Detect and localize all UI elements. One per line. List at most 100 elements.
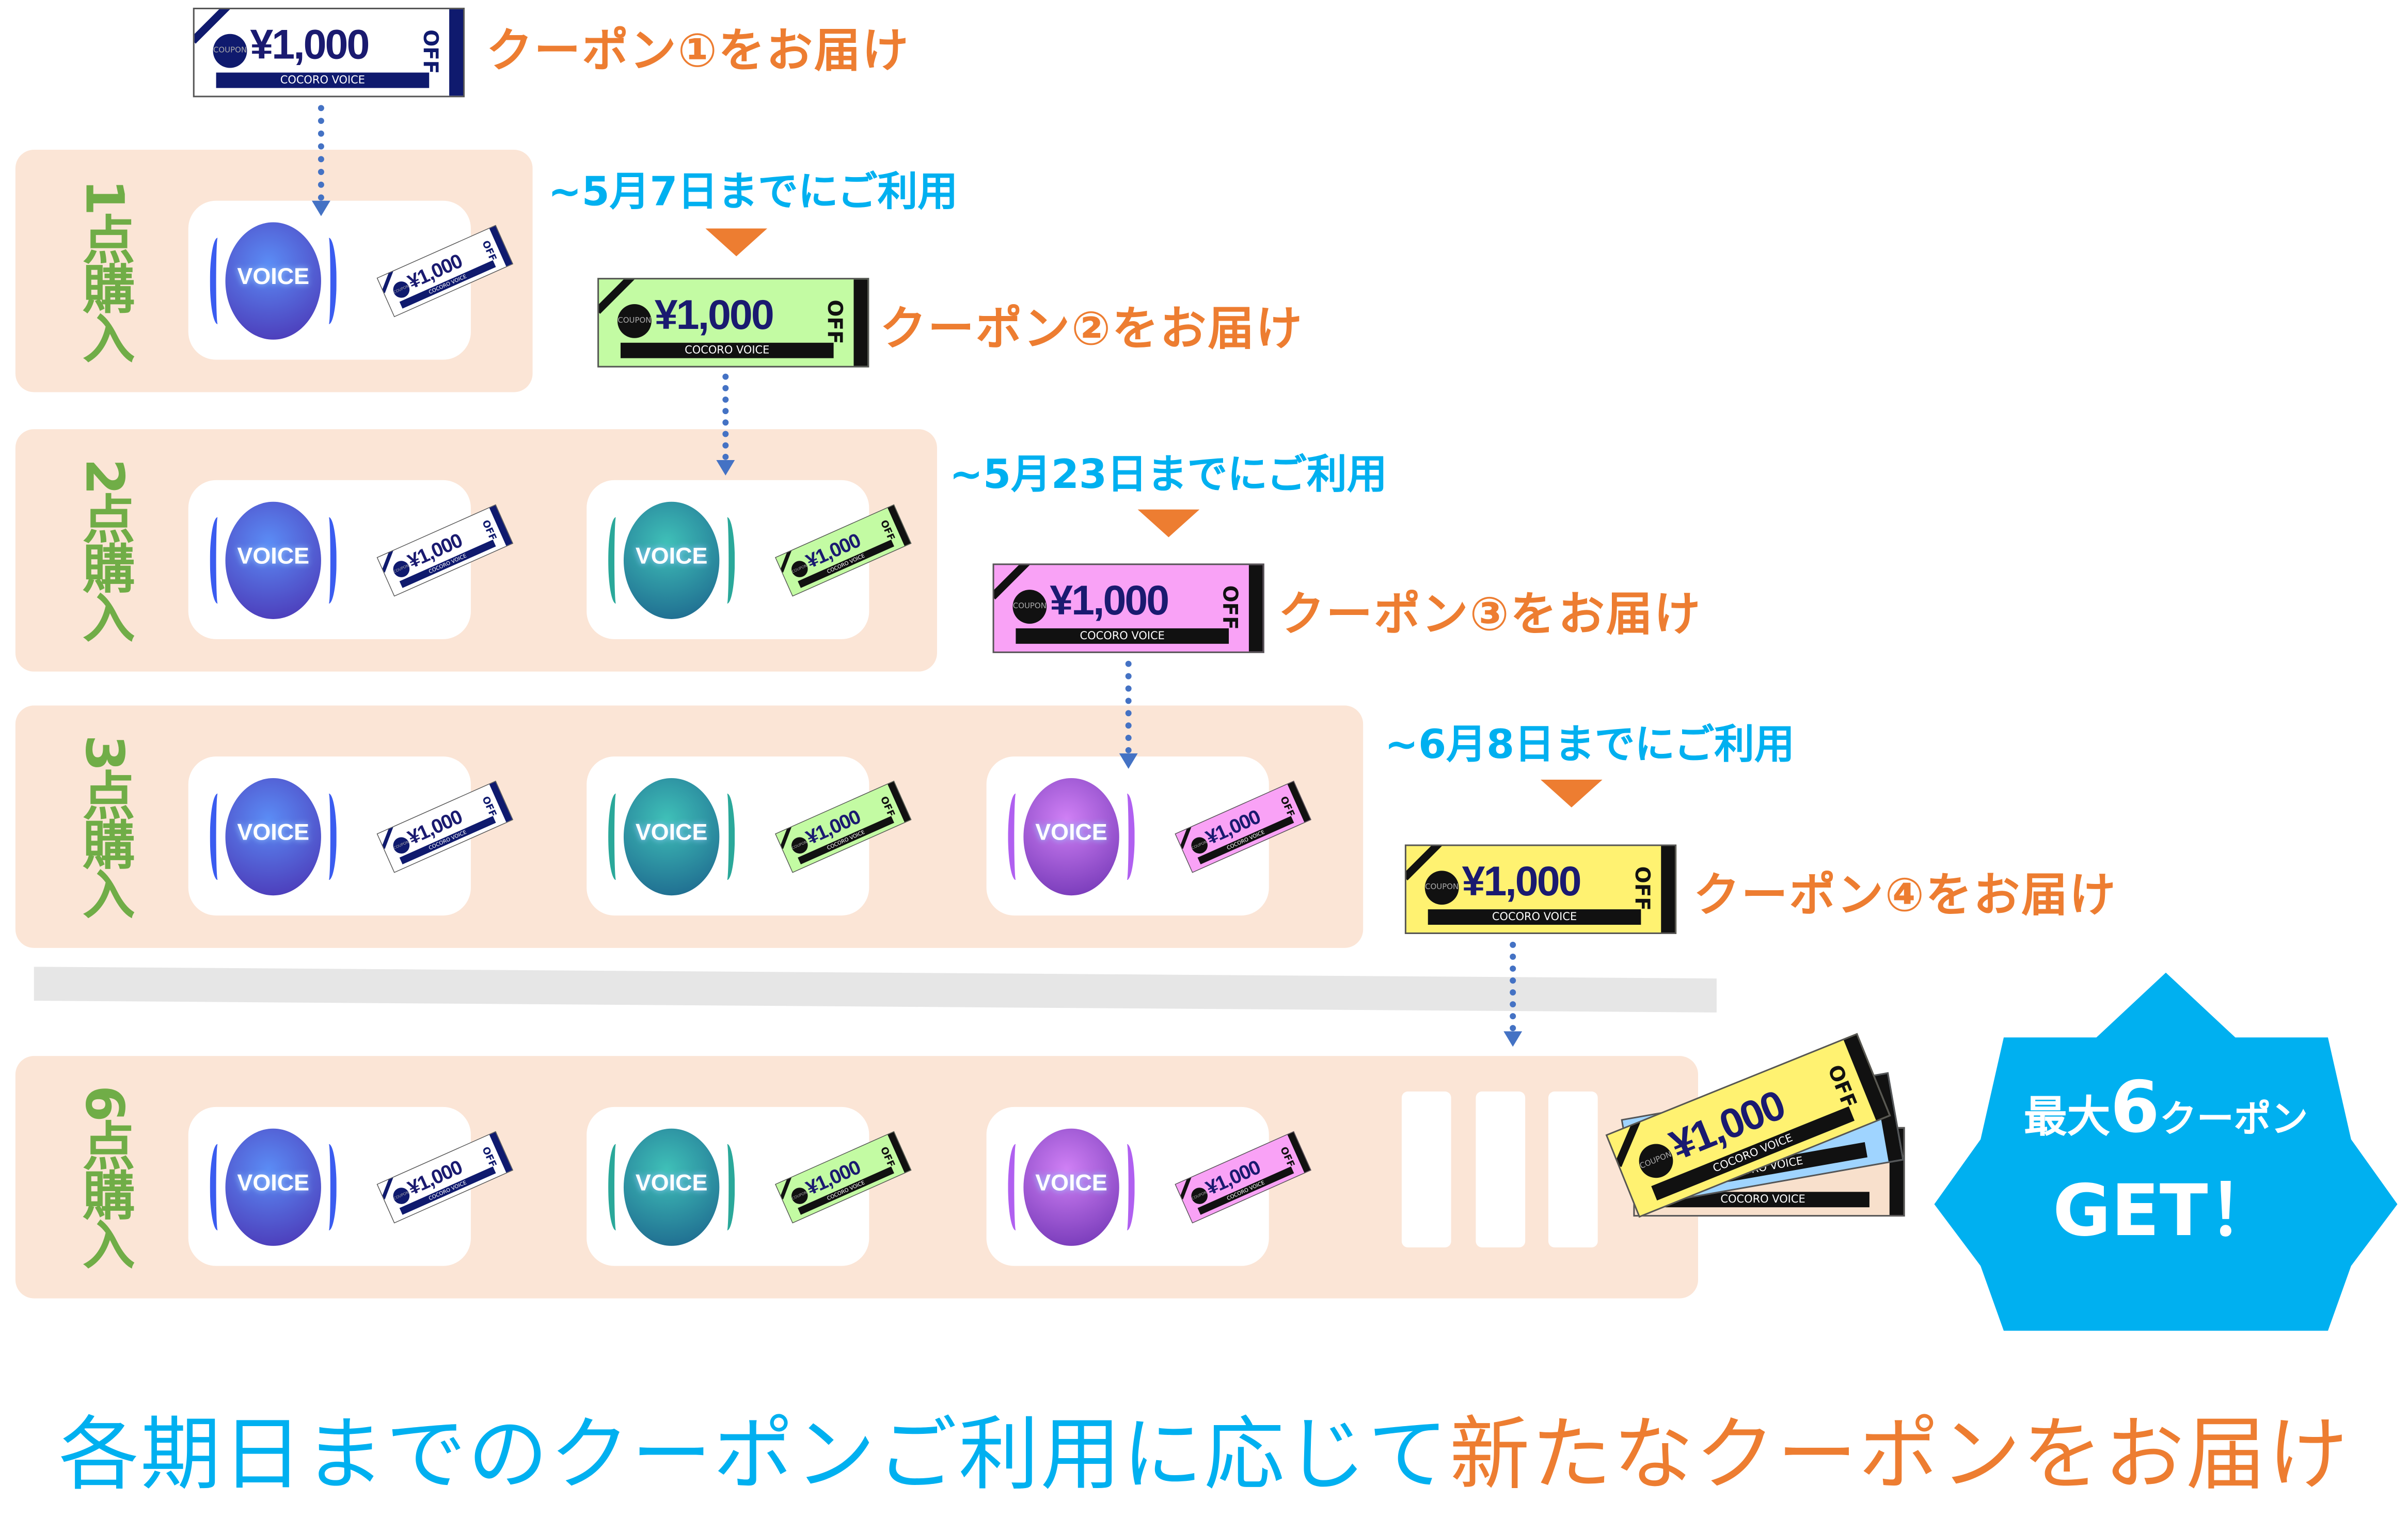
dotted-connector [318,105,324,201]
voice-logo-icon: VOICE [210,775,337,898]
dotted-connector [722,373,729,461]
voice-label: VOICE [237,819,310,846]
row-label: 6点購入 [72,1085,135,1268]
coupon-stub [1248,565,1263,652]
coupon-brand-band: COCORO VOICE [620,342,834,358]
badge-text-get: GET！ [2052,1168,2279,1252]
sound-wave-left [210,238,226,324]
sound-wave-right [321,238,337,324]
coupon-badge: COUPON [617,304,652,338]
voice-label: VOICE [237,543,310,570]
coupon-brand-band: COCORO VOICE [216,72,430,88]
coupon-corner-stripe [780,547,793,573]
down-triangle-icon [705,228,768,257]
voice-orb [1023,1128,1119,1246]
sound-wave-right [1119,793,1135,880]
sound-wave-left [210,793,226,880]
arrow-down-icon [716,460,735,476]
voice-logo-icon: VOICE [608,1126,735,1249]
coupon-amount: ¥1,000 [1462,858,1582,905]
delivery-label: クーポン③をお届け [1278,588,1702,642]
voice-orb [225,222,321,340]
coupon-stub [449,9,463,96]
row-label: 3点購入 [72,735,135,917]
delivery-label: クーポン④をお届け [1693,869,2117,924]
voice-orb [225,1128,321,1246]
coupon-badge: COUPON [213,34,247,68]
placeholder-slot [1548,1091,1598,1247]
coupon-corner-stripe [381,1174,394,1199]
voice-logo-icon: VOICE [608,499,735,622]
coupon-corner-stripe [381,547,394,573]
voice-logo-icon: VOICE [210,219,337,343]
delivery-label: クーポン①をお届け [486,24,910,79]
coupon-amount: ¥1,000 [1050,577,1169,624]
coupon-amount: ¥1,000 [250,21,370,68]
voice-orb [623,778,720,896]
deadline-label: ~6月8日までにご利用 [1385,722,1795,769]
sound-wave-left [210,517,226,604]
voice-orb [623,501,720,619]
voice-logo-icon: VOICE [608,775,735,898]
voice-label: VOICE [237,1170,310,1197]
voice-logo-icon: VOICE [210,1126,337,1249]
voice-orb [1023,778,1119,896]
coupon-brand-band: COCORO VOICE [1428,909,1641,925]
arrow-down-icon [1503,1031,1523,1047]
badge-number: 6 [2110,1065,2160,1149]
voice-label: VOICE [635,543,708,570]
sound-wave-right [719,793,735,880]
dotted-connector [1125,660,1132,754]
coupon-brand-band: COCORO VOICE [1656,1192,1870,1208]
voice-label: VOICE [635,819,708,846]
voice-label: VOICE [1035,819,1107,846]
deadline-label: ~5月23日までにご利用 [949,452,1387,499]
voice-label: VOICE [635,1170,708,1197]
coupon-corner-stripe [1179,824,1192,849]
sound-wave-left [1008,1144,1023,1231]
footer-caption: 各期日までのクーポンご利用に応じて新たなクーポンをお届け [0,1389,2408,1505]
starburst-shape [1934,972,2398,1331]
down-triangle-icon [1541,779,1603,808]
sound-wave-left [1008,793,1023,880]
coupon-corner-stripe [780,824,793,849]
coupon-badge: COUPON [1012,590,1047,624]
dotted-connector [1510,941,1516,1032]
coupon-stub [853,279,868,366]
footer-part-orange: 新たなクーポンをお届け [1449,1409,2350,1503]
sound-wave-right [321,793,337,880]
sound-wave-right [719,1144,735,1231]
badge-text-max: 最大 [2023,1091,2111,1143]
voice-logo-icon: VOICE [1008,1126,1135,1249]
coupon-amount: ¥1,000 [654,292,774,338]
voice-label: VOICE [237,264,310,291]
voice-orb [225,501,321,619]
sound-wave-left [608,1144,624,1231]
voice-logo-icon: VOICE [210,499,337,622]
sound-wave-left [608,517,624,604]
row-label: 1点購入 [72,179,135,361]
deadline-label: ~5月7日までにご利用 [548,169,958,216]
placeholder-slot [1476,1091,1526,1247]
voice-orb [225,778,321,896]
placeholder-slot [1401,1091,1451,1247]
footer-part-blue: 各期日までのクーポンご利用に応じて [58,1409,1450,1503]
arrow-down-icon [311,200,330,216]
coupon-brand-band: COCORO VOICE [1016,628,1229,644]
coupon-corner-stripe [1179,1174,1192,1199]
sound-wave-left [608,793,624,880]
voice-logo-icon: VOICE [1008,775,1135,898]
arrow-down-icon [1119,753,1138,769]
voice-orb [623,1128,720,1246]
